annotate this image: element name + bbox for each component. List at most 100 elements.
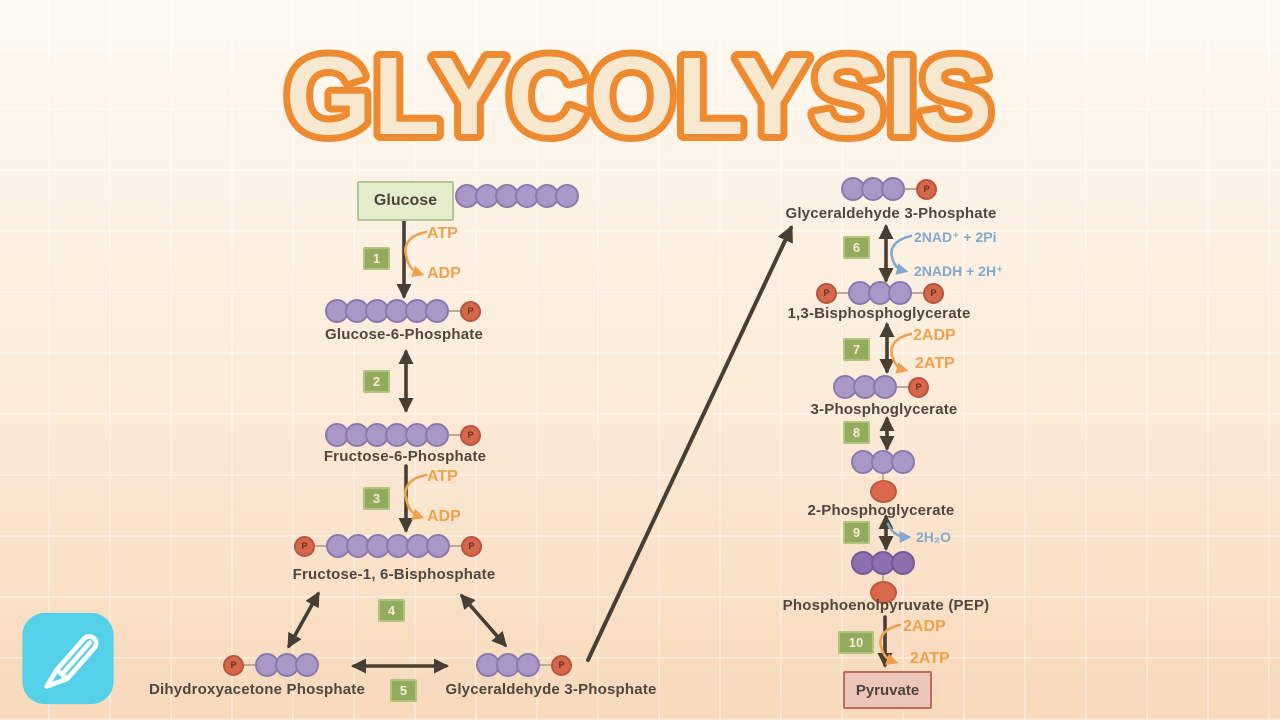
phosphate-circle	[869, 480, 897, 503]
glucose-6-phosphate-label: Glucose-6-Phosphate	[325, 326, 483, 343]
title-banner: GLYCOLYSIS	[279, 28, 1000, 165]
carbon-circle	[425, 423, 449, 447]
step-1-number: 1	[372, 251, 381, 266]
step6-nad-label: 2NAD⁺ + 2Pi	[914, 229, 997, 245]
step-4-number: 4	[387, 603, 396, 618]
fructose-16-bisphosphate-label: Fructose-1, 6-Bisphosphate	[292, 566, 496, 583]
step-2-number: 2	[372, 374, 381, 389]
bond-connector	[837, 292, 848, 294]
carbon-circle	[426, 534, 450, 558]
step1-atp-label: ATP	[427, 225, 458, 242]
bond-connector	[244, 664, 255, 666]
molecule-fructose-6-phosphate: P	[325, 423, 481, 447]
bond-connector	[449, 434, 460, 436]
step-3-badge: 3	[363, 487, 390, 510]
arrow-step4-right	[460, 593, 507, 648]
step7-adp-label: 2ADP	[913, 327, 956, 344]
carbon-circle	[891, 551, 915, 575]
bond-connector	[540, 664, 551, 666]
molecule-glyceraldehyde-3-phosphate-bottom: P	[476, 653, 572, 677]
phosphate-circle	[869, 581, 897, 604]
step-4-badge: 4	[378, 599, 405, 622]
arrow-g3p-to-right-column	[586, 224, 793, 662]
pyruvate-label: Pyruvate	[855, 681, 920, 699]
bond-connector	[449, 310, 460, 312]
nad-nadh-curve-step6	[890, 234, 913, 275]
step-6-badge: 6	[843, 236, 870, 259]
phosphate-circle: P	[461, 535, 482, 557]
phosphate-circle: P	[294, 535, 315, 557]
adp-atp-curve-step7	[890, 332, 913, 374]
carbon-circle	[425, 299, 449, 323]
carbon-circle	[891, 450, 915, 474]
step-9-number: 9	[852, 525, 861, 540]
molecule-glucose-6-phosphate: P	[325, 299, 481, 323]
pencil-icon	[22, 612, 114, 705]
phosphate-circle: P	[916, 178, 937, 200]
step-7-badge: 7	[843, 338, 870, 361]
glyceraldehyde-3-phosphate-top-label: Glyceraldehyde 3-Phosphate	[785, 205, 997, 222]
phosphate-circle: P	[551, 654, 572, 676]
step-8-number: 8	[852, 425, 861, 440]
carbon-circle	[516, 653, 540, 677]
step3-atp-label: ATP	[427, 468, 458, 485]
bond-connector	[897, 386, 908, 388]
phosphate-circle: P	[908, 376, 929, 398]
step-3-number: 3	[372, 491, 381, 506]
carbon-circle	[881, 177, 905, 201]
dihydroxyacetone-phosphate-label: Dihydroxyacetone Phosphate	[148, 681, 366, 698]
carbon-circle	[295, 653, 319, 677]
pyruvate-box: Pyruvate	[843, 671, 932, 709]
phosphate-circle: P	[923, 282, 944, 304]
step-6-number: 6	[852, 240, 861, 255]
bond-connector	[905, 188, 916, 190]
phosphate-circle: P	[816, 282, 837, 304]
phosphoenolpyruvate-label: Phosphoenolpyruvate (PEP)	[782, 597, 990, 614]
step-10-number: 10	[848, 635, 864, 650]
atp-adp-curve-step1	[404, 230, 428, 278]
bond-connector	[882, 474, 884, 480]
molecule-glyceraldehyde-3-phosphate-top: P	[841, 177, 937, 201]
step-1-badge: 1	[363, 247, 390, 270]
h2o-curve-step9	[886, 522, 912, 543]
molecule-2-phosphoglycerate	[851, 450, 915, 503]
step9-h2o-label: 2H₂O	[916, 529, 952, 545]
bond-connector	[315, 545, 326, 547]
molecule-glucose	[455, 184, 579, 208]
phosphate-circle: P	[460, 300, 481, 322]
phosphate-circle: P	[460, 424, 481, 446]
title-text: GLYCOLYSIS	[286, 35, 995, 158]
step-7-number: 7	[852, 342, 861, 357]
phosphate-circle: P	[223, 654, 244, 676]
step-10-badge: 10	[838, 631, 874, 654]
carbon-circle	[873, 375, 897, 399]
carbon-circle	[555, 184, 579, 208]
step3-adp-label: ADP	[427, 508, 461, 525]
bond-connector	[882, 575, 884, 581]
step-5-badge: 5	[390, 679, 417, 702]
step7-atp-label: 2ATP	[915, 355, 955, 372]
step-5-number: 5	[399, 683, 408, 698]
2-phosphoglycerate-label: 2-Phosphoglycerate	[807, 502, 955, 519]
step10-atp-label: 2ATP	[910, 650, 950, 667]
13-bisphosphoglycerate-label: 1,3-Bisphosphoglycerate	[787, 305, 971, 322]
step1-adp-label: ADP	[427, 265, 461, 282]
step-2-badge: 2	[363, 370, 390, 393]
step-9-badge: 9	[843, 521, 870, 544]
molecule-3-phosphoglycerate: P	[833, 375, 929, 399]
glucose-label: Glucose	[373, 192, 438, 209]
atp-adp-curve-step3	[404, 473, 428, 521]
bond-connector	[450, 545, 461, 547]
molecule-phosphoenolpyruvate	[851, 551, 915, 604]
step6-nadh-label: 2NADH + 2H⁺	[914, 263, 1004, 279]
adp-atp-curve-step10	[879, 623, 902, 666]
glucose-box: Glucose	[357, 181, 454, 221]
carbon-circle	[888, 281, 912, 305]
step10-adp-label: 2ADP	[903, 618, 946, 635]
arrow-step4-left	[287, 591, 320, 649]
bond-connector	[912, 292, 923, 294]
3-phosphoglycerate-label: 3-Phosphoglycerate	[810, 401, 958, 418]
glyceraldehyde-3-phosphate-bottom-label: Glyceraldehyde 3-Phosphate	[445, 681, 657, 698]
